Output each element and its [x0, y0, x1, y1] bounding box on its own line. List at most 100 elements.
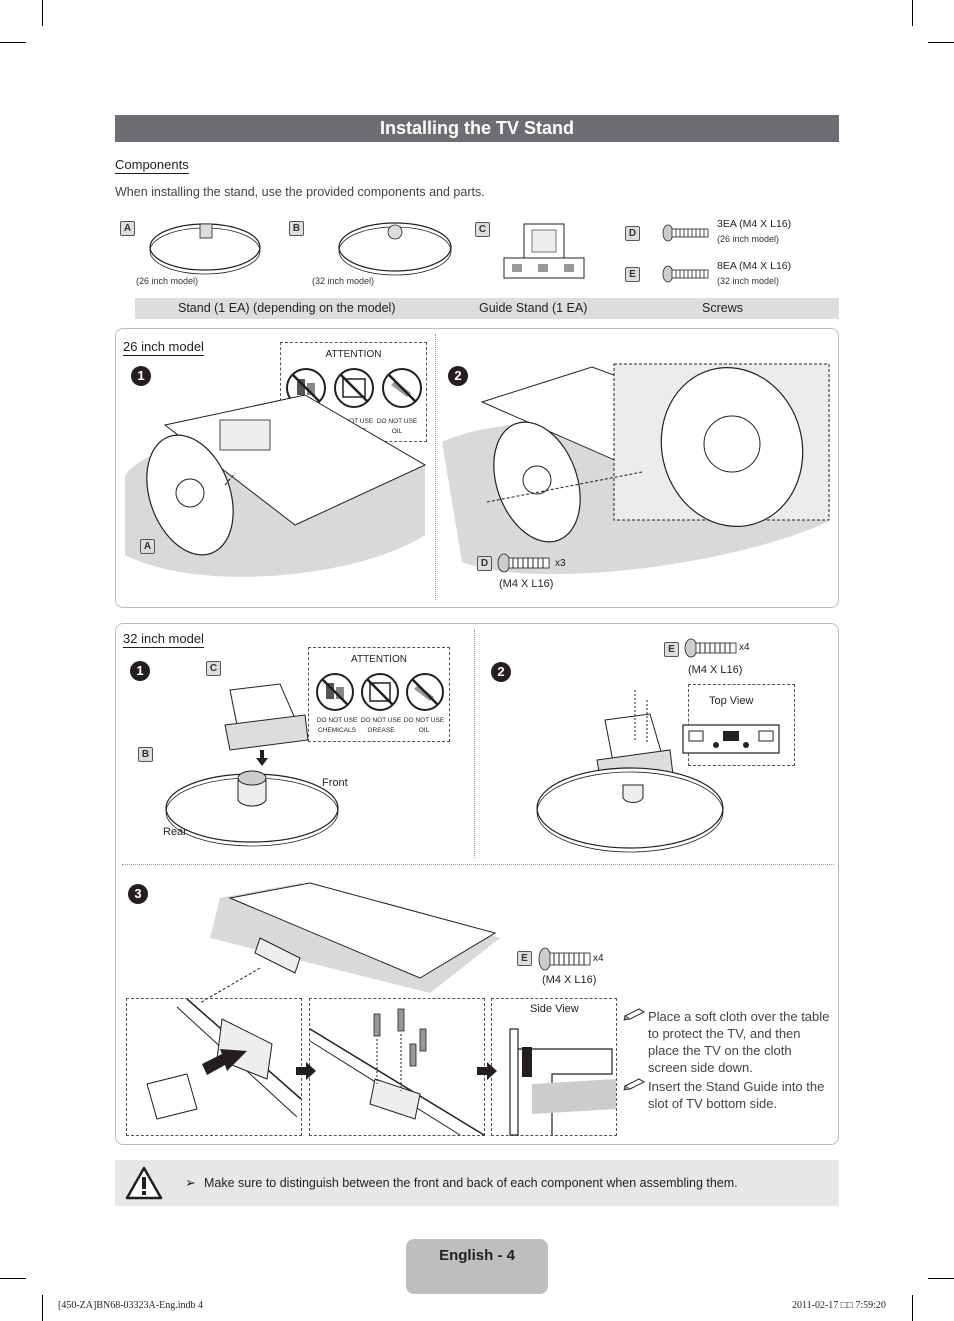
top-view-box: Top View — [682, 684, 795, 766]
part-letter-a: A — [120, 221, 135, 236]
screw-e-caption: (32 inch model) — [717, 276, 780, 286]
side-view-illustration — [509, 1028, 616, 1136]
screw-d-step-icon — [497, 553, 550, 573]
step-1-32: 1 — [130, 661, 150, 681]
screws-insert-illustration — [309, 1008, 485, 1136]
screw-d-icon — [662, 224, 709, 242]
part-a-caption: (26 inch model) — [136, 276, 199, 286]
note-pencil-icon — [623, 1078, 646, 1091]
screw-e-count-step2: x4 — [739, 642, 750, 653]
attn-label-1b: CHEMICALS — [318, 727, 356, 734]
part-letter-e: E — [625, 267, 640, 282]
part-letter-b: B — [289, 221, 304, 236]
crop-mark — [0, 1278, 26, 1279]
print-date-label: 2011-02-17 □□ 7:59:20 — [792, 1300, 886, 1311]
attention-box-32: ATTENTION DO NOT USE CHEMICALS DO NOT USE… — [308, 647, 450, 742]
insert-guide-illustration — [146, 998, 302, 1120]
no-chemicals-icon — [316, 673, 444, 711]
attn-label-3b: OIL — [391, 428, 403, 435]
part-letter-c-step: C — [206, 661, 221, 676]
tv-32-step3-illustration — [199, 882, 500, 1004]
front-label: Front — [322, 777, 348, 789]
part-letter-d: D — [625, 226, 640, 241]
page-number-tab: English - 4 — [406, 1239, 548, 1294]
top-view-label: Top View — [709, 695, 754, 707]
stand-32-step1-illustration — [165, 683, 339, 847]
screw-e-step2-icon — [684, 638, 737, 658]
tv-26-step1-illustration — [125, 394, 427, 577]
stand-32-step2-illustration — [536, 690, 724, 853]
no-grease-icon — [334, 368, 374, 408]
detail-box-insert — [126, 998, 302, 1136]
bar-screws-label: Screws — [702, 301, 743, 315]
screw-e-letter-step3: E — [517, 951, 532, 966]
panel-divider — [435, 334, 436, 600]
warning-arrow: ➢ — [185, 1175, 196, 1190]
page-title: Installing the TV Stand — [115, 115, 839, 142]
screw-e-step3-icon — [538, 947, 591, 971]
screw-e-count-step3: x4 — [593, 953, 604, 964]
stand-26-illustration — [149, 223, 261, 275]
attn-label-1a: DO NOT USE — [316, 717, 358, 724]
screw-d-caption: (26 inch model) — [717, 234, 780, 244]
attn-label-2a: DO NOT USE — [360, 717, 402, 724]
no-chemicals-icon — [316, 673, 354, 711]
detail-box-screws — [309, 998, 485, 1136]
part-letter-c: C — [475, 222, 490, 237]
part-b-caption: (32 inch model) — [312, 276, 375, 286]
components-intro: When installing the stand, use the provi… — [115, 185, 485, 199]
step-1-26: 1 — [131, 366, 151, 386]
crop-mark — [42, 0, 43, 26]
attn-label-3a: DO NOT USE — [403, 717, 445, 724]
crop-mark — [912, 1295, 913, 1321]
panel-divider — [474, 630, 475, 858]
bar-guide-label: Guide Stand (1 EA) — [479, 301, 588, 315]
rear-label: Rear — [163, 826, 187, 838]
arrow-right-icon — [296, 1062, 316, 1080]
side-view-label: Side View — [530, 1003, 579, 1015]
crop-mark — [928, 1278, 954, 1279]
attention-title: ATTENTION — [351, 654, 407, 665]
attn-label-2a: DO NOT USE — [332, 418, 374, 425]
screw-e-spec-step2: (M4 X L16) — [688, 664, 743, 676]
crop-mark — [912, 0, 913, 26]
note-2: Insert the Stand Guide into the slot of … — [648, 1079, 825, 1111]
screw-d-spec: (M4 X L16) — [499, 578, 554, 590]
arrow-right-icon — [477, 1062, 497, 1080]
no-grease-icon — [361, 673, 399, 711]
step-2-26: 2 — [448, 366, 468, 386]
step-3-32: 3 — [128, 884, 148, 904]
step-2-32: 2 — [491, 662, 511, 682]
stand-32-illustration — [338, 222, 452, 276]
warning-bar: ➢ Make sure to distinguish between the f… — [115, 1160, 839, 1206]
screw-e-icon — [662, 265, 709, 283]
top-view-illustration — [682, 724, 780, 754]
no-chemicals-icon — [286, 368, 326, 408]
attn-label-3b: OIL — [418, 727, 430, 734]
crop-mark — [928, 42, 954, 43]
warning-triangle-icon — [125, 1166, 163, 1200]
model-26-heading: 26 inch model — [123, 339, 204, 356]
screw-d-qty: 3EA (M4 X L16) — [717, 218, 792, 230]
components-bar: Stand (1 EA) (depending on the model) Gu… — [135, 298, 839, 319]
screw-e-qty: 8EA (M4 X L16) — [717, 260, 792, 272]
print-file-label: [450-ZA]BN68-03323A-Eng.indb 4 — [58, 1300, 203, 1311]
bar-stand-label: Stand (1 EA) (depending on the model) — [178, 301, 396, 315]
no-oil-icon — [382, 368, 422, 408]
part-letter-a-step: A — [140, 539, 155, 554]
panel-divider — [122, 864, 834, 865]
side-view-box: Side View — [491, 998, 617, 1136]
no-chemicals-icon — [286, 368, 422, 408]
crop-mark — [42, 1295, 43, 1321]
attention-title: ATTENTION — [325, 349, 382, 360]
warning-text: Make sure to distinguish between the fro… — [204, 1176, 738, 1190]
components-heading: Components — [115, 157, 189, 174]
note-1: Place a soft cloth over the table to pro… — [648, 1009, 830, 1075]
no-oil-icon — [406, 673, 444, 711]
guide-stand-illustration — [503, 223, 585, 279]
attn-label-3a: DO NOT USE — [376, 418, 418, 425]
screw-d-letter: D — [477, 556, 492, 571]
screw-e-spec-step3: (M4 X L16) — [542, 974, 597, 986]
crop-mark — [0, 42, 26, 43]
model-32-heading: 32 inch model — [123, 631, 204, 648]
